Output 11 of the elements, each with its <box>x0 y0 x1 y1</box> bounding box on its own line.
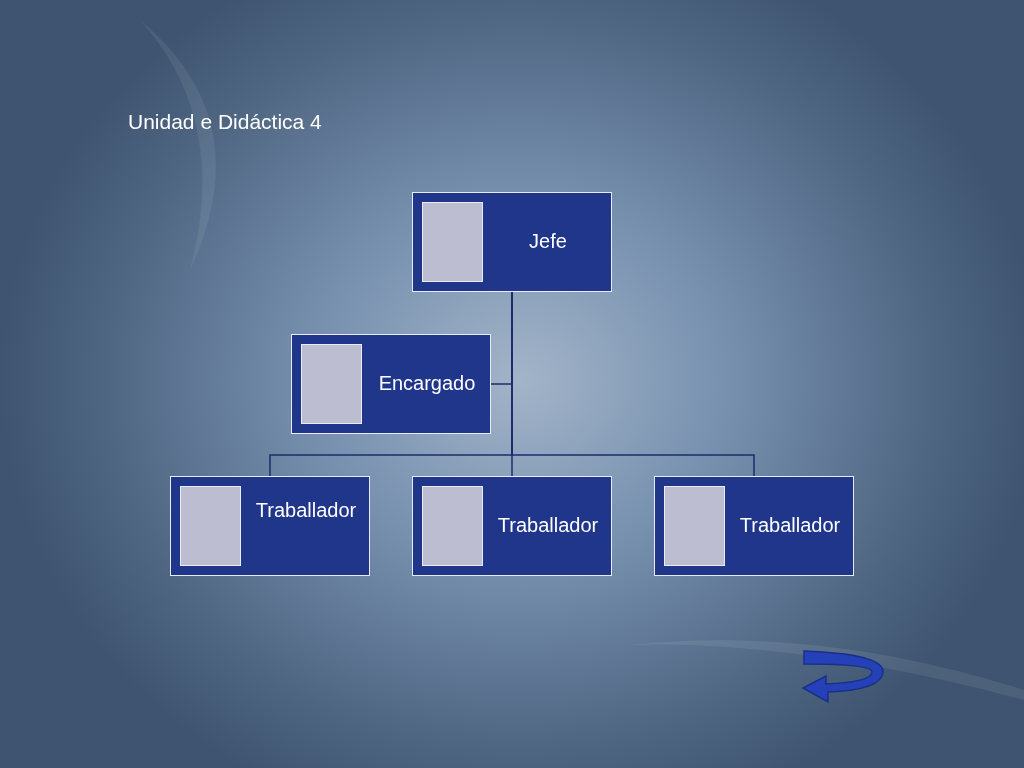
org-chart-box <box>170 476 370 576</box>
org-chart-box <box>412 476 612 576</box>
role-label: Traballador <box>254 499 358 522</box>
slide-title: Unidad e Didáctica 4 <box>128 110 322 134</box>
org-chart-box <box>654 476 854 576</box>
role-label: Jefe <box>528 230 568 253</box>
org-chart-box <box>291 334 491 434</box>
role-label: Encargado <box>377 372 477 395</box>
role-label: Traballador <box>738 514 842 537</box>
role-label: Traballador <box>496 514 600 537</box>
org-chart-box <box>412 192 612 292</box>
